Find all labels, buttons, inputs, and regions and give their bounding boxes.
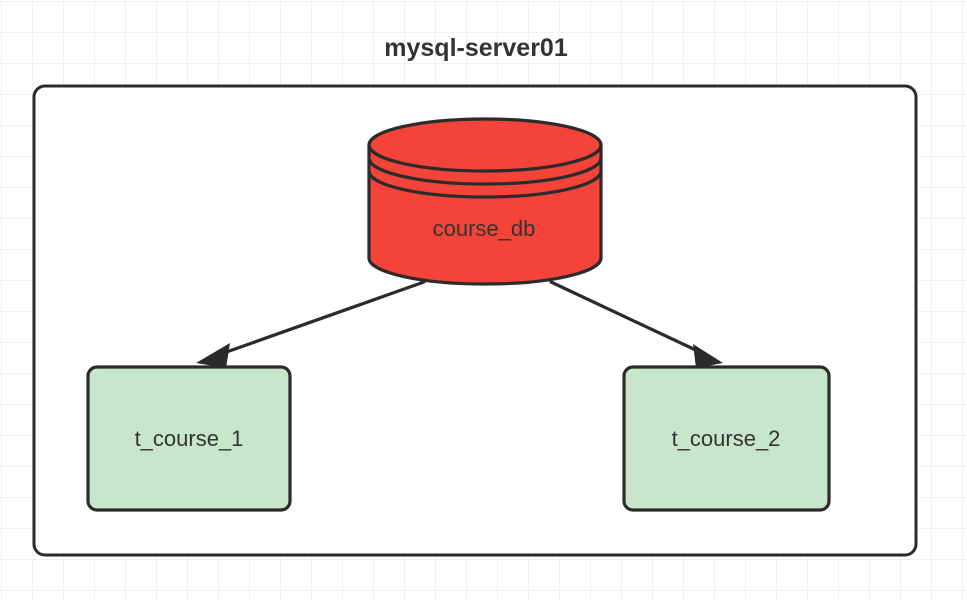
edge-course-db-to-t-course-2 [549, 280, 723, 368]
node-box-t-course-2 [622, 365, 831, 512]
node-label-course-db: course_db [433, 216, 536, 241]
cluster-title: mysql-server01 [384, 34, 568, 62]
database-disc-ring-2-icon [367, 156, 603, 186]
arrowhead-icon [196, 343, 230, 368]
edge-line [549, 280, 704, 355]
edge-line [216, 280, 426, 357]
node-label-t-course-2: t_course_2 [672, 426, 781, 451]
node-course-db[interactable]: course_db [367, 117, 603, 286]
node-t-course-1[interactable]: t_course_1 [86, 365, 292, 512]
node-t-course-2[interactable]: t_course_2 [622, 365, 831, 512]
database-disc-ring-3-icon [367, 169, 603, 199]
database-disc-ring-1-icon [367, 143, 603, 173]
arrowhead-icon [693, 344, 723, 368]
edge-course-db-to-t-course-1 [196, 280, 426, 368]
node-box-t-course-1 [86, 365, 292, 512]
node-label-t-course-1: t_course_1 [135, 426, 244, 451]
database-cylinder-icon [367, 117, 603, 286]
